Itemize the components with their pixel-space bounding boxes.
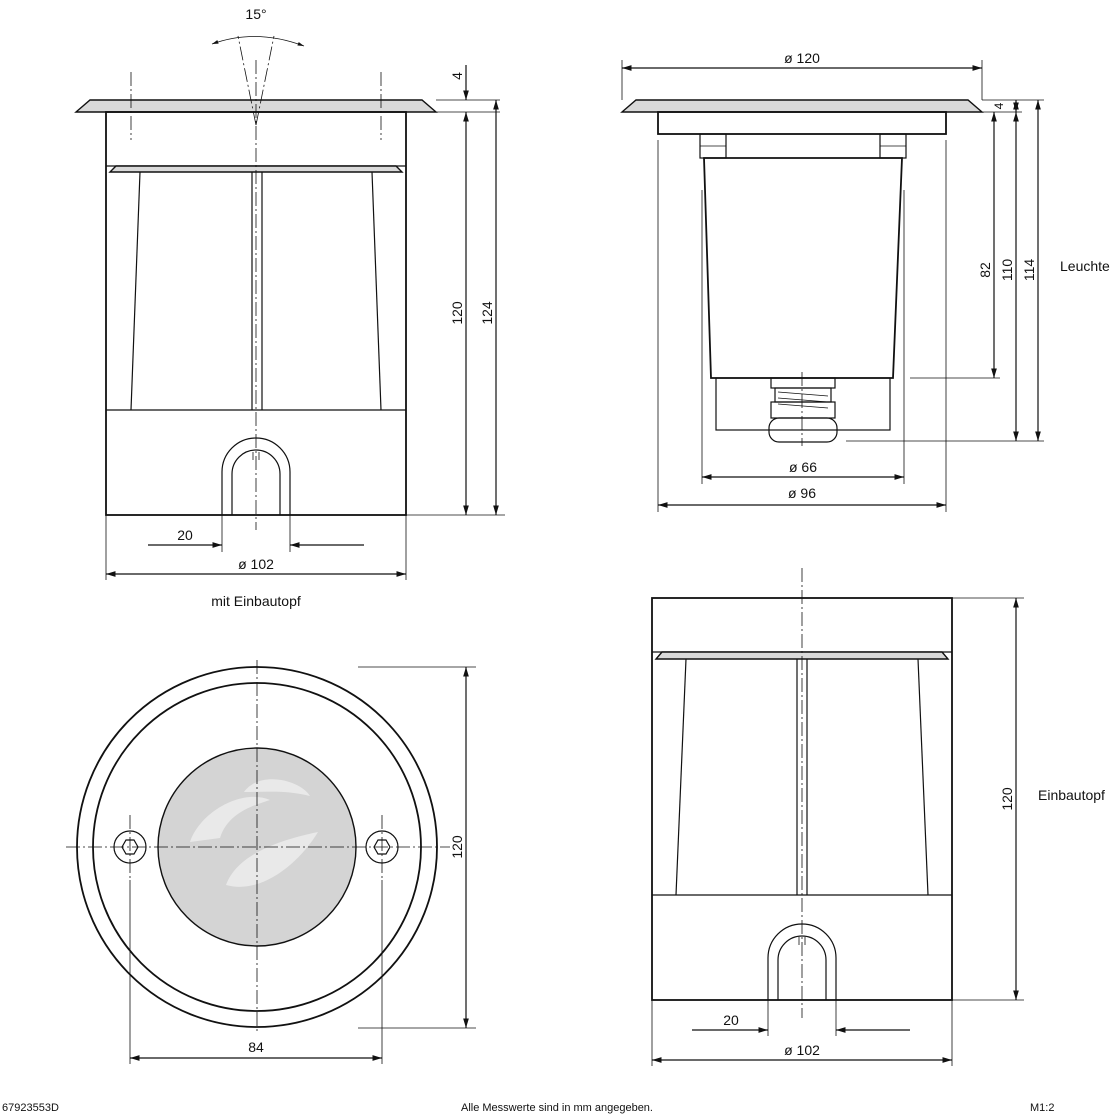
height-110-label: 110 xyxy=(999,259,1015,282)
flange-thickness-label: 4 xyxy=(449,72,465,80)
body-height-82-label: 82 xyxy=(977,262,993,278)
height-114-label: 114 xyxy=(1021,259,1037,282)
flange xyxy=(620,99,984,113)
diameter-96-label: ø 96 xyxy=(788,485,816,501)
beam-angle-label: 15° xyxy=(245,6,266,22)
bolt-spacing-84-label: 84 xyxy=(248,1039,264,1055)
pot-view: 120 Einbautopf 20 ø 102 xyxy=(651,568,1105,1066)
height-120-label: 120 xyxy=(449,301,465,325)
flange-diameter-label: ø 120 xyxy=(784,50,820,66)
side-view-luminaire: ø 120 4 82 110 114 Leuchte ø 66 ø 96 xyxy=(620,50,1110,512)
diameter-102-label: ø 102 xyxy=(238,556,274,572)
flange-4-label: 4 xyxy=(992,102,1006,109)
caption-mit-einbautopf: mit Einbautopf xyxy=(211,593,301,609)
scale-label: M1:2 xyxy=(1030,1102,1055,1114)
diameter-66-label: ø 66 xyxy=(789,459,817,475)
luminaire-body xyxy=(703,157,903,379)
logo-watermark xyxy=(190,779,318,887)
height-124-label: 124 xyxy=(479,301,495,325)
pot-slot-width-label: 20 xyxy=(723,1012,739,1028)
slot-width-label: 20 xyxy=(177,527,193,543)
housing-top xyxy=(657,111,947,135)
pot-diameter-102-label: ø 102 xyxy=(784,1042,820,1058)
top-height-120-label: 120 xyxy=(449,835,465,859)
pot-height-120-label: 120 xyxy=(999,787,1015,811)
top-view: 120 84 xyxy=(66,660,476,1064)
caption-leuchte: Leuchte xyxy=(1060,258,1110,274)
caption-einbautopf: Einbautopf xyxy=(1038,787,1105,803)
article-number: 67923553D xyxy=(2,1102,59,1114)
measurement-note: Alle Messwerte sind in mm angegeben. xyxy=(461,1102,653,1114)
front-view-with-pot: 15° 4 120 124 20 ø 102 mit Einbautopf xyxy=(74,6,505,609)
